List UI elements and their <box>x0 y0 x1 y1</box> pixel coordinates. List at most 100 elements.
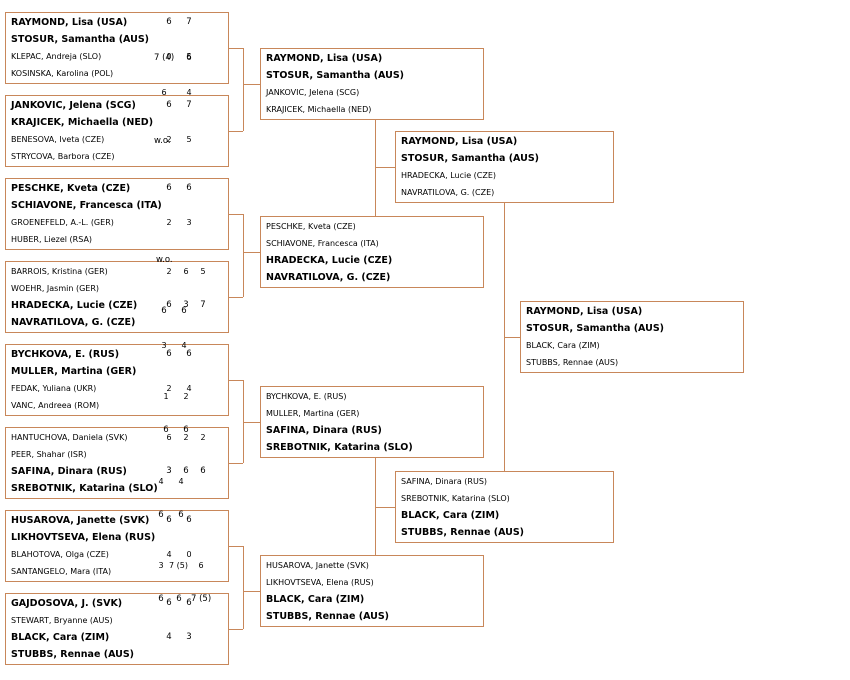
set-score: 6 <box>166 433 172 442</box>
player-name: RAYMOND, Lisa (USA) <box>526 306 643 317</box>
player-name: BLACK, Cara (ZIM) <box>401 510 500 521</box>
set-score: 4 <box>166 550 172 559</box>
set-score: 7 (4) <box>154 53 175 63</box>
set-score: 6 <box>186 598 192 608</box>
set-score: 2 <box>200 433 206 442</box>
team-player-row: STOSUR, Samantha (AUS) <box>11 31 225 48</box>
team-player-row: KOSINSKA, Karolina (POL) <box>11 65 225 82</box>
player-name: SAFINA, Dinara (RUS) <box>266 425 382 436</box>
player-name: VANC, Andreea (ROM) <box>11 401 100 410</box>
team-player-row: STUBBS, Rennae (AUS) <box>11 646 225 663</box>
set-score: 3 <box>166 466 172 476</box>
set-score: 2 <box>166 135 172 144</box>
set-score: 6 <box>198 561 204 570</box>
player-name: SCHIAVONE, Francesca (ITA) <box>11 200 162 211</box>
set-score: 4 <box>158 477 164 486</box>
player-name: LIKHOVTSEVA, Elena (RUS) <box>11 532 156 543</box>
player-name: FEDAK, Yuliana (UKR) <box>11 384 97 393</box>
team-player-row: SANTANGELO, Mara (ITA) <box>11 563 225 580</box>
set-score: 4 <box>178 477 184 486</box>
player-name: GROENEFELD, A.-L. (GER) <box>11 218 114 227</box>
set-score: 5 <box>200 267 206 276</box>
set-score: 7 (5) <box>191 594 212 604</box>
bracket-connector-line <box>229 546 243 547</box>
player-name: RAYMOND, Lisa (USA) <box>401 136 518 147</box>
set-score: 3 <box>161 341 167 350</box>
team-player-row: RAYMOND, Lisa (USA)7 (4)6 <box>154 50 480 67</box>
bracket-connector-line <box>243 214 244 297</box>
team-player-row: SCHIAVONE, Francesca (ITA) <box>266 235 480 252</box>
set-score: 2 <box>166 218 172 227</box>
player-name: STUBBS, Rennae (AUS) <box>11 649 135 660</box>
player-name: RAYMOND, Lisa (USA) <box>266 53 383 64</box>
set-score: 6 <box>166 17 172 27</box>
team-player-row: STUBBS, Rennae (AUS) <box>526 354 740 371</box>
team-player-row: STUBBS, Rennae (AUS) <box>266 608 480 625</box>
set-score: 7 <box>186 17 192 27</box>
bracket-connector-line <box>229 131 243 132</box>
set-score: 1 <box>163 392 169 401</box>
match-box-r3m1: RAYMOND, Lisa (USA)w.o.STOSUR, Samantha … <box>154 131 614 203</box>
bracket-connector-line <box>229 48 243 49</box>
set-score: 6 <box>166 598 172 608</box>
set-score: 0 <box>186 550 192 559</box>
set-score: 6 <box>161 88 167 97</box>
player-name: MULLER, Martina (GER) <box>11 366 137 377</box>
player-name: MULLER, Martina (GER) <box>266 409 360 418</box>
player-name: STUBBS, Rennae (AUS) <box>401 527 525 538</box>
player-name: JANKOVIC, Jelena (SCG) <box>266 88 360 97</box>
set-score: 6 <box>161 306 167 316</box>
set-score: 6 <box>186 183 192 193</box>
set-score: 6 <box>183 267 189 276</box>
team-player-row: STEWART, Bryanne (AUS) <box>11 612 225 629</box>
set-score: 3 <box>186 632 192 642</box>
set-score: 6 <box>166 515 172 525</box>
set-score: 5 <box>186 52 192 61</box>
set-score: 6 <box>176 594 182 604</box>
set-score: 2 <box>166 267 172 276</box>
player-name: STUBBS, Rennae (AUS) <box>266 611 390 622</box>
match-box-r2m2: PESCHKE, Kveta (CZE)SCHIAVONE, Francesca… <box>156 216 484 288</box>
player-name: HANTUCHOVA, Daniela (SVK) <box>11 433 128 442</box>
set-score: 3 <box>186 218 192 227</box>
player-name: WOEHR, Jasmin (GER) <box>11 284 100 293</box>
team-player-row: SREBOTNIK, Katarina (SLO) <box>11 480 225 497</box>
bracket-connector-line <box>375 458 376 555</box>
team-player-row: MULLER, Martina (GER) <box>11 363 225 380</box>
player-name: HUSAROVA, Janette (SVK) <box>266 561 369 570</box>
team-player-row: SREBOTNIK, Katarina (SLO) <box>401 490 610 507</box>
bracket-connector-line <box>243 252 260 253</box>
team-player-row: STOSUR, Samantha (AUS) <box>401 150 610 167</box>
set-score: 3 <box>183 300 189 310</box>
player-name: SANTANGELO, Mara (ITA) <box>11 567 112 576</box>
player-name: RAYMOND, Lisa (USA) <box>11 17 128 28</box>
team-player-row: RAYMOND, Lisa (USA)w.o. <box>154 133 610 150</box>
set-score: 6 <box>166 300 172 310</box>
set-score: 6 <box>158 510 164 520</box>
team-player-row: KRAJICEK, Michaella (NED) <box>266 101 480 118</box>
player-name: SCHIAVONE, Francesca (ITA) <box>266 239 379 248</box>
player-name: STOSUR, Samantha (AUS) <box>11 34 150 45</box>
team-player-row: HRADECKA, Lucie (CZE) <box>401 167 610 184</box>
